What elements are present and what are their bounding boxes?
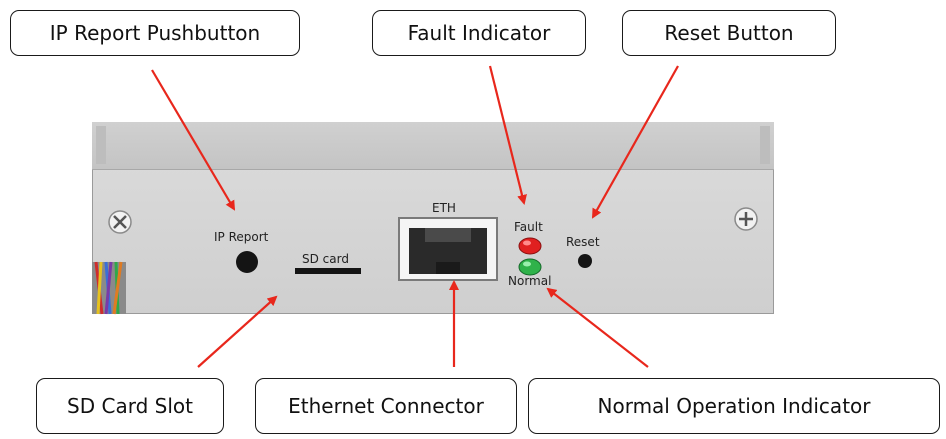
fault-led — [518, 237, 542, 255]
fault-label: Fault — [514, 220, 543, 234]
normal-label: Normal — [508, 274, 552, 288]
normal-led — [518, 258, 542, 276]
reset-label: Reset — [566, 235, 600, 249]
sd-card-slot — [295, 268, 361, 274]
sd-card-label: SD card — [302, 252, 349, 266]
arrow-reset — [592, 65, 679, 219]
callout-ip-report-pushbutton: IP Report Pushbutton — [10, 10, 300, 56]
rail-notch-right — [760, 126, 770, 164]
callout-normal-operation-indicator: Normal Operation Indicator — [528, 378, 940, 434]
arrow-ip-report — [151, 69, 236, 211]
rail-notch-left — [96, 126, 106, 164]
callout-ethernet-connector: Ethernet Connector — [255, 378, 517, 434]
callout-fault-indicator: Fault Indicator — [372, 10, 586, 56]
ip-report-pushbutton — [236, 251, 258, 273]
reset-button — [578, 254, 592, 268]
callout-sd-card-slot: SD Card Slot — [36, 378, 224, 434]
ethernet-connector — [398, 217, 498, 281]
arrow-fault — [488, 65, 527, 205]
wire-bundle — [92, 261, 126, 315]
left-screw-icon — [108, 210, 132, 234]
arrow-normal — [546, 287, 649, 368]
eth-label: ETH — [432, 201, 456, 215]
callout-reset-button: Reset Button — [622, 10, 836, 56]
ip-report-label: IP Report — [214, 230, 269, 244]
arrow-sd-card — [197, 295, 278, 368]
right-screw-icon — [734, 207, 758, 231]
